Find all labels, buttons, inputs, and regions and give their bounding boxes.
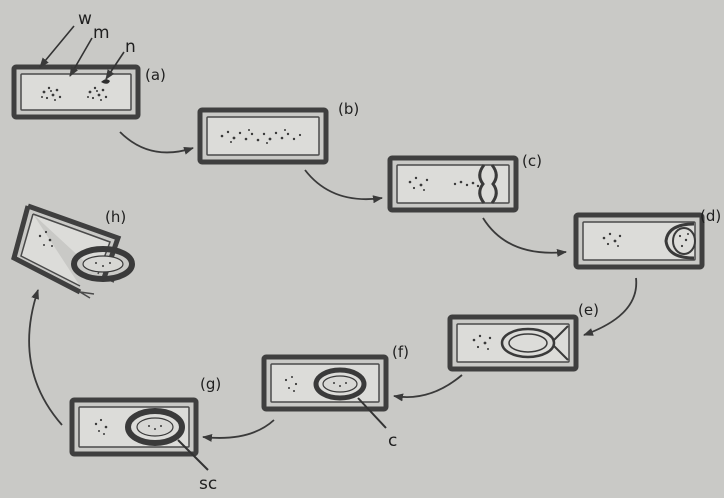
stage-g-cell: [72, 400, 196, 454]
spore-coat-label: sc: [199, 474, 217, 494]
arrow-e-to-f: [394, 375, 462, 397]
nucleus-label: n: [125, 37, 136, 57]
stage-e-cell: [450, 317, 576, 369]
cyst-label: c: [388, 431, 397, 451]
pointer-m: [70, 38, 92, 76]
wall-label: w: [78, 9, 92, 29]
stage-b-label: (b): [338, 100, 359, 118]
stage-d-cell: [576, 215, 702, 267]
stage-e-label: (e): [578, 301, 599, 319]
stage-c-label: (c): [522, 152, 542, 170]
stage-f-cell: [264, 357, 386, 409]
arrow-f-to-g: [203, 420, 274, 438]
stage-b-cell: [200, 110, 326, 162]
arrow-a-to-b: [120, 132, 193, 152]
membrane-label: m: [93, 23, 110, 43]
arrow-g-to-h: [29, 290, 62, 425]
stage-a-label: (a): [145, 66, 166, 84]
stage-d-label: (d): [700, 207, 721, 225]
arrow-c-to-d: [483, 218, 566, 253]
pointer-w: [40, 26, 74, 67]
label-pointers: [40, 26, 124, 79]
stage-h-label: (h): [105, 208, 126, 226]
stage-a-cell: [14, 67, 138, 117]
stage-c-cell: [390, 158, 516, 210]
stage-f-label: (f): [392, 343, 409, 361]
stage-g-label: (g): [200, 375, 221, 393]
arrow-b-to-c: [305, 170, 382, 199]
